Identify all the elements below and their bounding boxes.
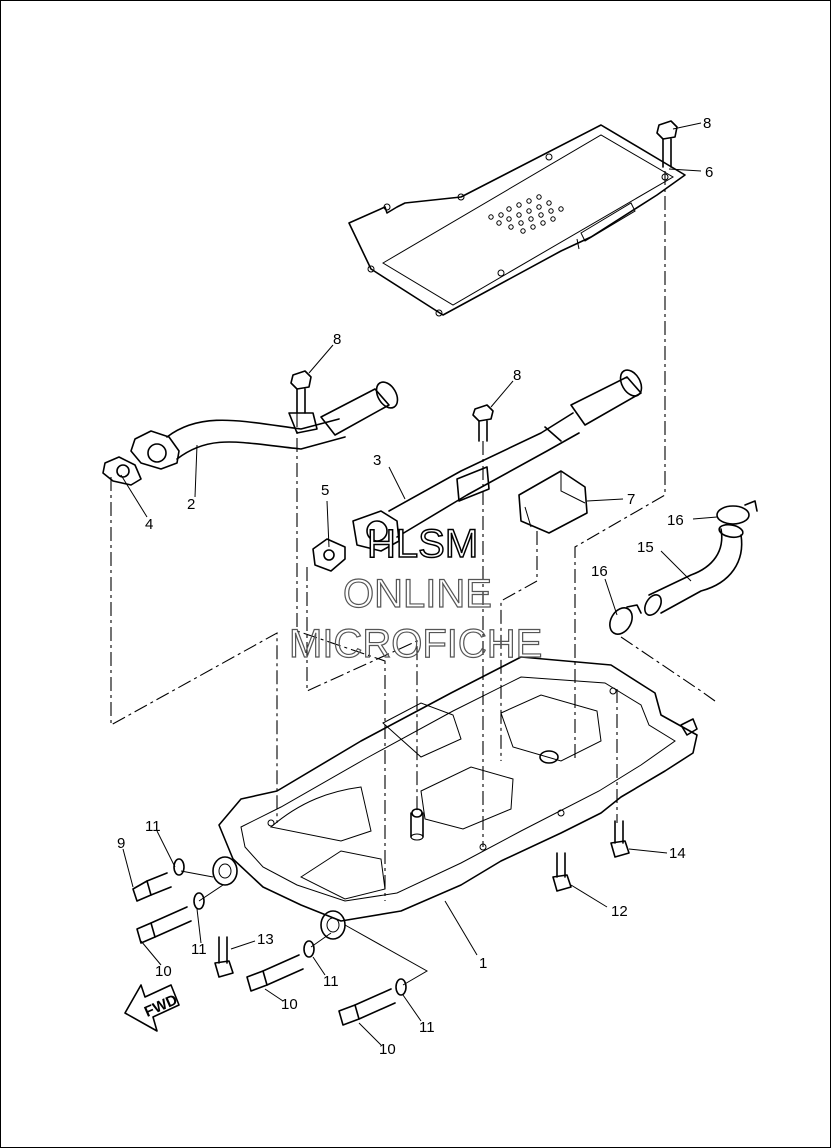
watermark: HLSM ONLINE MICROFICHE bbox=[288, 521, 543, 666]
callout-11-a: 11 bbox=[145, 818, 161, 835]
bolt-10-c bbox=[338, 988, 396, 1026]
watermark-line-3: MICROFICHE bbox=[289, 622, 542, 666]
part-3-oil-pipe bbox=[352, 369, 643, 552]
part-2-oil-pipe bbox=[130, 381, 399, 470]
callout-4: 4 bbox=[145, 516, 153, 533]
callout-11-b: 11 bbox=[191, 941, 207, 958]
callout-1: 1 bbox=[479, 955, 487, 972]
part-4-gasket bbox=[102, 456, 142, 486]
assembly-lines bbox=[110, 171, 716, 901]
bolt-10-a bbox=[136, 906, 192, 944]
bolt-12 bbox=[552, 852, 572, 892]
part-7-bracket bbox=[518, 470, 588, 534]
washers-11 bbox=[173, 858, 407, 996]
cover-perforation-dots bbox=[488, 194, 564, 234]
callout-13: 13 bbox=[257, 931, 274, 948]
callout-7: 7 bbox=[627, 491, 635, 508]
callout-16-upper: 16 bbox=[667, 512, 684, 529]
callout-14: 14 bbox=[669, 845, 686, 862]
callout-6: 6 bbox=[705, 164, 713, 181]
callout-10-a: 10 bbox=[155, 963, 172, 980]
fwd-direction-arrow: FWD bbox=[124, 984, 180, 1032]
callout-11-c: 11 bbox=[323, 973, 339, 990]
callout-8-cover: 8 bbox=[703, 115, 711, 132]
bolt-14 bbox=[610, 820, 630, 858]
bolt-9 bbox=[132, 872, 172, 902]
part-6-cover-plate bbox=[348, 124, 686, 317]
watermark-line-2: ONLINE bbox=[343, 572, 492, 616]
callout-8-right: 8 bbox=[513, 367, 521, 384]
callout-11-d: 11 bbox=[419, 1019, 435, 1036]
callout-labels: 1 2 3 4 5 6 7 8 8 8 9 10 10 10 11 11 11 … bbox=[117, 115, 713, 1058]
callout-5: 5 bbox=[321, 482, 329, 499]
part-16-clamp-upper bbox=[716, 500, 758, 525]
callout-10-c: 10 bbox=[379, 1041, 396, 1058]
callout-10-b: 10 bbox=[281, 996, 298, 1013]
leader-lines bbox=[120, 122, 718, 1046]
part-1-oil-pan bbox=[212, 656, 698, 940]
callout-8-left: 8 bbox=[333, 331, 341, 348]
callout-2: 2 bbox=[187, 496, 195, 513]
part-5-gasket bbox=[312, 538, 346, 572]
callout-12: 12 bbox=[611, 903, 628, 920]
bolt-8-cover bbox=[656, 120, 678, 168]
part-16-clamp-lower bbox=[609, 604, 642, 635]
callout-15: 15 bbox=[637, 539, 654, 556]
bolt-13 bbox=[214, 936, 234, 978]
callout-16-lower: 16 bbox=[591, 563, 608, 580]
bolt-8-pipe-right bbox=[472, 404, 494, 442]
callout-9: 9 bbox=[117, 835, 125, 852]
bolt-8-pipe-left bbox=[290, 370, 312, 414]
part-15-hose bbox=[644, 523, 744, 616]
callout-3: 3 bbox=[373, 452, 381, 469]
watermark-line-1: HLSM bbox=[367, 522, 478, 566]
bolt-10-b bbox=[246, 954, 304, 992]
